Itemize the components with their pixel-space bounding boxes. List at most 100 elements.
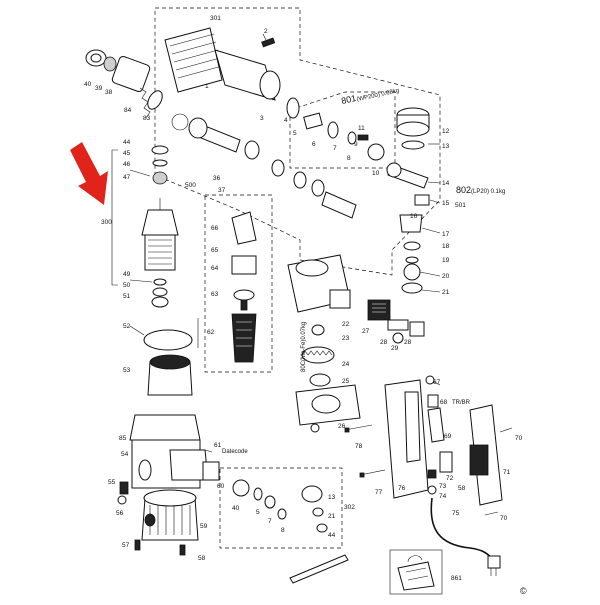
label-25: 25 [342, 378, 350, 385]
label-2: 2 [264, 28, 268, 35]
red-pointer-arrow-icon [70, 142, 108, 205]
datecode-label: Datecode [222, 449, 248, 455]
label-13: 13 [442, 143, 450, 150]
label-6: 6 [312, 141, 316, 148]
label-54: 54 [121, 451, 129, 458]
grease-801-note: (WP200) 0.08kg [356, 88, 400, 103]
label-64: 64 [211, 265, 219, 272]
assembly-301-boundary [154, 7, 441, 276]
label-301: 301 [210, 15, 221, 22]
label-67: 67 [433, 379, 441, 386]
label-16: 16 [410, 213, 418, 220]
label-53: 53 [123, 367, 131, 374]
kit-302-parts [232, 479, 328, 533]
label-59: 59 [200, 523, 208, 530]
assembly-302-boundary [219, 467, 343, 549]
intermediate-cover-26 [295, 384, 361, 433]
connecting-rod [386, 162, 430, 206]
label-26: 26 [338, 423, 346, 430]
label-19: 19 [442, 257, 450, 264]
label-14: 14 [442, 180, 450, 187]
label-11: 11 [358, 125, 365, 132]
label-29: 29 [391, 345, 399, 352]
label-78: 78 [355, 443, 363, 450]
kit-label-13: 13 [328, 494, 336, 501]
label-15: 15 [442, 200, 450, 207]
main-handle-assembly [384, 375, 445, 499]
label-10: 10 [372, 170, 380, 177]
label-62: 62 [207, 329, 215, 336]
label-21: 21 [442, 289, 450, 296]
case-861-box [389, 549, 443, 595]
label-28b: 28 [404, 339, 412, 346]
label-85: 85 [119, 435, 127, 442]
copyright-mark: © [520, 586, 527, 596]
kit-label-44: 44 [328, 532, 336, 539]
label-76: 76 [398, 485, 406, 492]
label-45: 45 [123, 150, 131, 157]
label-28a: 28 [380, 339, 388, 346]
label-36: 36 [213, 175, 221, 182]
label-58: 58 [198, 555, 206, 562]
label-8: 8 [347, 155, 351, 162]
label-12: 12 [442, 128, 450, 135]
label-71: 71 [503, 469, 511, 476]
label-74: 74 [439, 493, 447, 500]
label-500: 500 [185, 182, 196, 189]
handle-cover-71 [469, 404, 503, 506]
label-38: 38 [105, 89, 113, 96]
brush-holders [367, 299, 425, 344]
assembly-500-boundary [204, 194, 273, 373]
armature-300 [141, 145, 179, 308]
label-23: 23 [342, 335, 350, 342]
label-22: 22 [342, 321, 350, 328]
label-7: 7 [333, 145, 337, 152]
label-77: 77 [375, 489, 383, 496]
label-20: 20 [442, 273, 450, 280]
label-46: 46 [123, 161, 131, 168]
shaft-assembly [171, 113, 357, 219]
label-302: 302 [344, 504, 355, 511]
label-57: 57 [122, 542, 130, 549]
label-861: 861 [451, 575, 462, 582]
field-coil-53 [143, 318, 199, 396]
chisel-tool [289, 554, 349, 584]
kit-label-7: 7 [268, 518, 272, 525]
screws-left [117, 481, 186, 556]
grease-gear-note: 80C(Mo-Fe)0.07kg [301, 322, 307, 372]
label-52: 52 [123, 323, 131, 330]
label-3: 3 [260, 115, 264, 122]
power-cord-75 [430, 497, 501, 576]
label-65: 65 [211, 247, 219, 254]
label-9: 9 [354, 141, 358, 148]
label-63: 63 [211, 291, 219, 298]
label-801: 801 [340, 93, 357, 106]
label-68: 68 [440, 399, 448, 406]
label-5: 5 [293, 130, 297, 137]
label-66: 66 [211, 225, 219, 232]
label-70b: 70 [500, 515, 508, 522]
cylinder-301 [164, 27, 281, 101]
label-49: 49 [123, 271, 131, 278]
label-60: 60 [217, 483, 225, 490]
label-47: 47 [123, 174, 131, 181]
gear-set [301, 324, 335, 387]
label-24: 24 [342, 361, 350, 368]
motor-housing [129, 414, 220, 489]
label-72: 72 [446, 475, 454, 482]
label-50: 50 [123, 282, 131, 289]
label-55: 55 [108, 479, 116, 486]
switch-parts [344, 424, 453, 495]
side-handle-500 [231, 211, 257, 363]
trbr-label: TR/BR [452, 400, 471, 406]
kit-label-8: 8 [281, 527, 285, 534]
label-501: 501 [455, 202, 466, 209]
carry-case-861 [397, 555, 435, 591]
screws-70 [484, 427, 513, 516]
label-802: 802 [456, 185, 471, 195]
label-4: 4 [284, 117, 288, 124]
label-18: 18 [442, 243, 450, 250]
label-1: 1 [205, 83, 209, 90]
label-70a: 70 [515, 435, 523, 442]
label-17: 17 [442, 231, 450, 238]
